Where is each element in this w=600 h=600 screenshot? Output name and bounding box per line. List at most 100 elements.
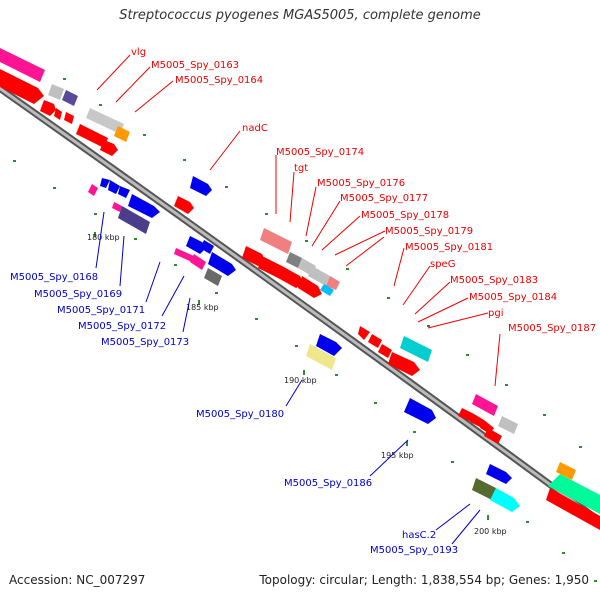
gene-label: M5005_Spy_0186 (284, 478, 372, 489)
tick-label: 200 kbp (474, 527, 507, 536)
feature-cds (40, 100, 56, 116)
leader-line (402, 265, 431, 306)
tick-dot (579, 446, 582, 448)
leader-line (96, 54, 131, 91)
tick-dot (387, 297, 390, 299)
feature-gene (86, 108, 124, 134)
tick-dot (53, 187, 56, 189)
kbp-tick (94, 232, 96, 237)
tick-dot (255, 318, 258, 320)
kbp-tick (198, 300, 200, 305)
gene-label: M5005_Spy_0172 (78, 321, 166, 332)
gene-label: M5005_Spy_0169 (34, 289, 122, 300)
tick-dot (13, 160, 16, 162)
feature-cds (278, 266, 304, 288)
leader-line (119, 235, 125, 287)
feature-gene (260, 228, 292, 254)
gene-label: M5005_Spy_0187 (508, 323, 596, 334)
leader-line (161, 275, 185, 317)
gene-label: M5005_Spy_0178 (361, 210, 449, 221)
leader-line (435, 503, 471, 531)
leader-line (414, 281, 451, 315)
leader-line (451, 509, 481, 545)
tick-label: 195 kbp (381, 451, 414, 460)
kbp-tick (406, 441, 408, 446)
feature-gene (48, 84, 64, 100)
feature-cds (378, 344, 392, 358)
feature-cds (186, 236, 206, 254)
gene-label: tgt (294, 163, 308, 174)
feature-gene (556, 462, 576, 480)
tick-dot (94, 213, 97, 215)
feature-cds (108, 180, 120, 194)
feature-cds (546, 488, 600, 530)
leader-line (289, 171, 295, 223)
feature-cds (200, 240, 214, 254)
feature-rna (112, 202, 122, 212)
feature-cds (64, 112, 74, 124)
tick-dot (594, 580, 597, 582)
feature-gene (62, 90, 78, 106)
feature-rna (472, 394, 498, 416)
tick-dot (134, 238, 137, 240)
tick-dot (215, 292, 218, 294)
feature-cds (298, 276, 322, 298)
leader-line (182, 297, 191, 333)
feature-gene (308, 266, 330, 286)
tick-dot (562, 552, 565, 554)
feature-gene (306, 344, 336, 370)
leader-line (311, 200, 341, 247)
tick-dot (451, 461, 454, 463)
tick-dot (99, 104, 102, 106)
tick-dot (265, 213, 268, 215)
reverse-features (88, 178, 520, 512)
feature-gene (490, 488, 520, 512)
feature-cds (316, 334, 342, 356)
feature-gene (204, 268, 222, 286)
tick-dot (225, 186, 228, 188)
tick-dot (505, 384, 508, 386)
gene-label: M5005_Spy_0171 (57, 305, 145, 316)
leader-line (209, 130, 241, 171)
gene-label: M5005_Spy_0180 (196, 409, 284, 420)
feature-gene (320, 284, 334, 296)
gene-label: M5005_Spy_0173 (101, 337, 189, 348)
backbone (0, 84, 600, 526)
feature-gene (472, 478, 496, 500)
leader-line (393, 247, 405, 287)
feature-gene (114, 126, 130, 142)
leader-line (494, 333, 501, 387)
inner-labels (95, 211, 481, 545)
feature-rna (0, 48, 45, 82)
feature-rna (190, 254, 206, 270)
tick-dot (335, 374, 338, 376)
gene-label: M5005_Spy_0176 (317, 178, 405, 189)
gene-label: M5005_Spy_0184 (469, 292, 557, 303)
feature-cds (100, 178, 110, 188)
gene-label: nadC (242, 123, 268, 134)
feature-cds (404, 398, 436, 424)
feature-cds (118, 186, 130, 198)
feature-gene (286, 252, 302, 268)
feature-cds (100, 140, 118, 156)
gene-label: pgi (488, 308, 503, 319)
gene-label: M5005_Spy_0163 (151, 60, 239, 71)
feature-cds (242, 246, 266, 266)
feature-cds (486, 464, 512, 484)
gene-label: M5005_Spy_0174 (276, 147, 364, 158)
gene-label: hasC.2 (402, 530, 436, 541)
tick-label: 185 kbp (186, 303, 219, 312)
gene-label: M5005_Spy_0164 (175, 75, 263, 86)
tick-dot (413, 431, 416, 433)
feature-rna (174, 248, 194, 262)
tick-dot (183, 159, 186, 161)
tick-dot (466, 354, 469, 356)
tick-labels: 180 kbp 185 kbp 190 kbp 195 kbp 200 kbp (87, 233, 507, 536)
leader-line (427, 312, 489, 329)
tick-label: 190 kbp (284, 376, 317, 385)
gene-label: M5005_Spy_0181 (405, 242, 493, 253)
feature-cds (458, 408, 474, 422)
tick-dot (543, 414, 546, 416)
